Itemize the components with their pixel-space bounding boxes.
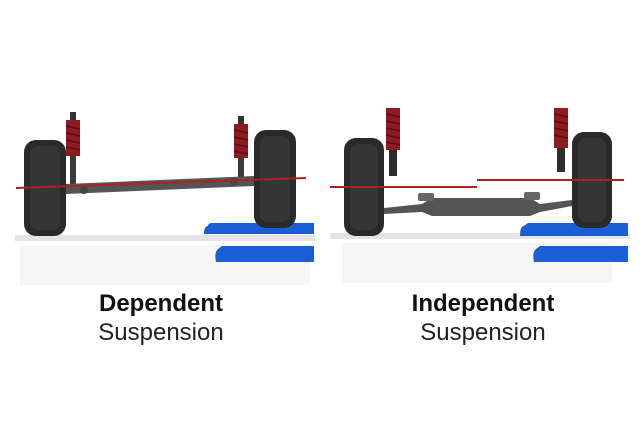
independent-suspension-panel: Independent Suspension	[322, 0, 644, 426]
mount-right	[524, 192, 540, 200]
mount-left	[418, 193, 434, 201]
caption-subtitle: Suspension	[420, 319, 546, 346]
spring-left	[66, 120, 80, 156]
caption-title: Independent	[411, 290, 555, 317]
subframe	[384, 198, 572, 216]
damper-right	[238, 158, 244, 182]
damper-left	[70, 156, 76, 186]
independent-suspension-illustration	[330, 108, 630, 283]
damper-right	[557, 148, 565, 172]
dependent-suspension-panel: Dependent Suspension	[0, 112, 322, 348]
floor-shadow	[15, 235, 315, 241]
dependent-suspension-illustration	[15, 112, 315, 285]
ramp-upper	[520, 223, 628, 236]
independent-caption: Independent Suspension	[322, 290, 644, 348]
ramp-lower	[533, 246, 628, 262]
level-line	[15, 177, 307, 189]
ramp-lower	[215, 246, 314, 262]
caption-subtitle: Suspension	[98, 319, 224, 346]
caption-title: Dependent	[98, 290, 223, 317]
damper-left	[389, 150, 397, 176]
dependent-caption: Dependent Suspension	[0, 290, 322, 348]
floor-shadow	[330, 233, 630, 239]
